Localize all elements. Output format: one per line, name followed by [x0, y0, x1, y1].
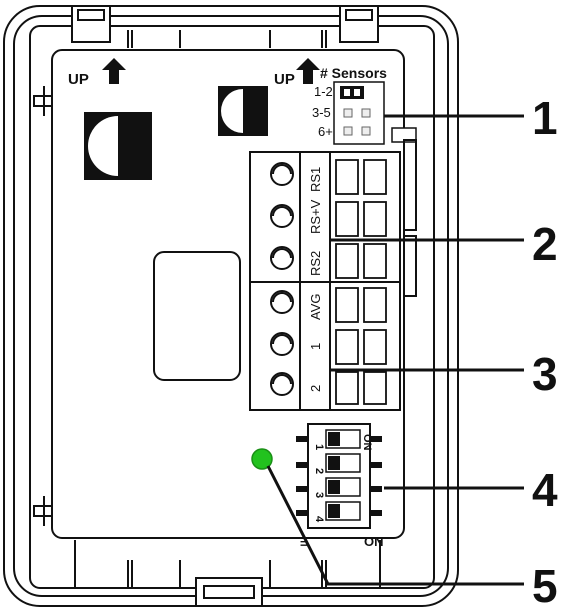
up-arrow-icon: [296, 58, 320, 84]
sensors-jumper-block: 1-2 3-5 6+: [312, 81, 385, 145]
cutout: [153, 251, 241, 381]
terminal-label-avg: AVG: [308, 294, 323, 321]
sensor-row-label: 3-5: [312, 105, 331, 120]
callout-number-1: 1: [532, 92, 558, 144]
dip-on-label-top: ON: [361, 434, 373, 451]
sensor-row-label: 6+: [318, 124, 333, 139]
dip-bottom-mark: =: [300, 536, 308, 551]
dip-switch-number: 2: [313, 468, 325, 474]
right-rail: [403, 139, 417, 297]
up-label-right: UP: [274, 71, 295, 88]
sensors-title: # Sensors: [320, 65, 387, 81]
sensor-row-label: 1-2: [314, 84, 333, 99]
dip-switch: 1 2 3 4 ON: [296, 423, 382, 529]
terminal-label-2: 2: [308, 385, 323, 392]
terminal-label-1: 1: [308, 343, 323, 350]
dip-switch-number: 3: [313, 492, 325, 498]
jumper-cap[interactable]: [340, 86, 364, 99]
terminal-labels: RS1 RS+V RS2 AVG 1 2: [308, 167, 323, 392]
up-label-left: UP: [68, 71, 89, 88]
dip-toggle-3[interactable]: [328, 480, 340, 494]
side-pegs: [33, 86, 53, 526]
dip-on-label: ON: [364, 534, 384, 549]
dip-switch-number: 1: [313, 444, 325, 450]
dip-toggle-1[interactable]: [328, 432, 340, 446]
terminal-block: [249, 151, 401, 411]
terminal-label-rsv: RS+V: [308, 199, 323, 234]
status-led: [251, 448, 273, 470]
dip-switch-number: 4: [313, 516, 325, 523]
callout-number-5: 5: [532, 560, 558, 612]
callout-leaders: [266, 114, 524, 586]
bottom-clips: [74, 540, 381, 607]
terminal-screws: [270, 162, 294, 396]
callout-number-4: 4: [532, 464, 558, 516]
orientation-icon-right: [218, 86, 268, 136]
terminal-label-rs2: RS2: [308, 251, 323, 276]
top-clips: [71, 5, 379, 48]
terminal-label-rs1: RS1: [308, 167, 323, 192]
orientation-icon-left: [84, 112, 152, 180]
terminal-clamps: [335, 159, 387, 405]
dip-toggle-4[interactable]: [328, 504, 340, 518]
callout-number-3: 3: [532, 348, 558, 400]
dip-toggle-2[interactable]: [328, 456, 340, 470]
up-arrow-icon: [102, 58, 126, 84]
callout-number-2: 2: [532, 218, 558, 270]
